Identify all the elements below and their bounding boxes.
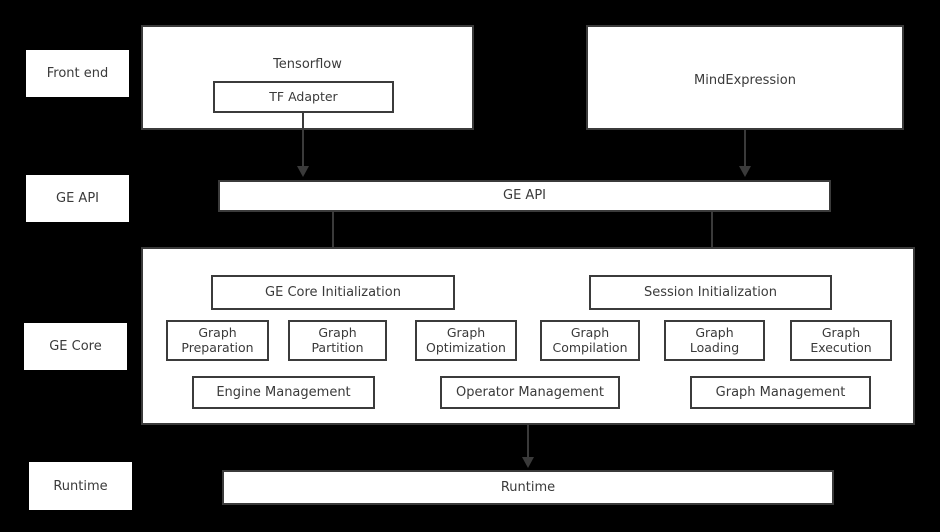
ge-api-bar[interactable]: GE API	[218, 180, 831, 212]
arrowhead-tf-adapter-to-ge-api	[297, 166, 309, 177]
layer-label-front-end: Front end	[26, 50, 129, 97]
connector-tf-adapter-to-ge-api	[302, 113, 304, 167]
management-graph[interactable]: Graph Management	[690, 376, 871, 409]
stage-graph-compilation[interactable]: Graph Compilation	[540, 320, 640, 361]
layer-label-runtime: Runtime	[29, 462, 132, 510]
mindexpression-group: MindExpression	[586, 25, 904, 130]
runtime-bar[interactable]: Runtime	[222, 470, 834, 505]
connector-ge-core-to-runtime	[527, 425, 529, 458]
session-initialization-box[interactable]: Session Initialization	[589, 275, 832, 310]
connector-mindexpression-to-ge-api	[744, 130, 746, 167]
connector-ge-api-to-session-init	[711, 212, 713, 263]
mindexpression-title: MindExpression	[694, 73, 796, 88]
tf-adapter-box[interactable]: TF Adapter	[213, 81, 394, 113]
stage-graph-partition[interactable]: Graph Partition	[288, 320, 387, 361]
layer-label-ge-api: GE API	[26, 175, 129, 222]
arrowhead-ge-core-to-runtime	[522, 457, 534, 468]
stage-graph-optimization[interactable]: Graph Optimization	[415, 320, 517, 361]
stage-graph-execution[interactable]: Graph Execution	[790, 320, 892, 361]
management-engine[interactable]: Engine Management	[192, 376, 375, 409]
stage-graph-loading[interactable]: Graph Loading	[664, 320, 765, 361]
layer-label-ge-core: GE Core	[24, 323, 127, 370]
management-operator[interactable]: Operator Management	[440, 376, 620, 409]
tensorflow-title: Tensorflow	[273, 57, 342, 72]
arrowhead-mindexpression-to-ge-api	[739, 166, 751, 177]
ge-core-initialization-box[interactable]: GE Core Initialization	[211, 275, 455, 310]
stage-graph-preparation[interactable]: Graph Preparation	[166, 320, 269, 361]
connector-ge-api-to-core-init	[332, 212, 334, 263]
tensorflow-group: Tensorflow	[141, 25, 474, 130]
